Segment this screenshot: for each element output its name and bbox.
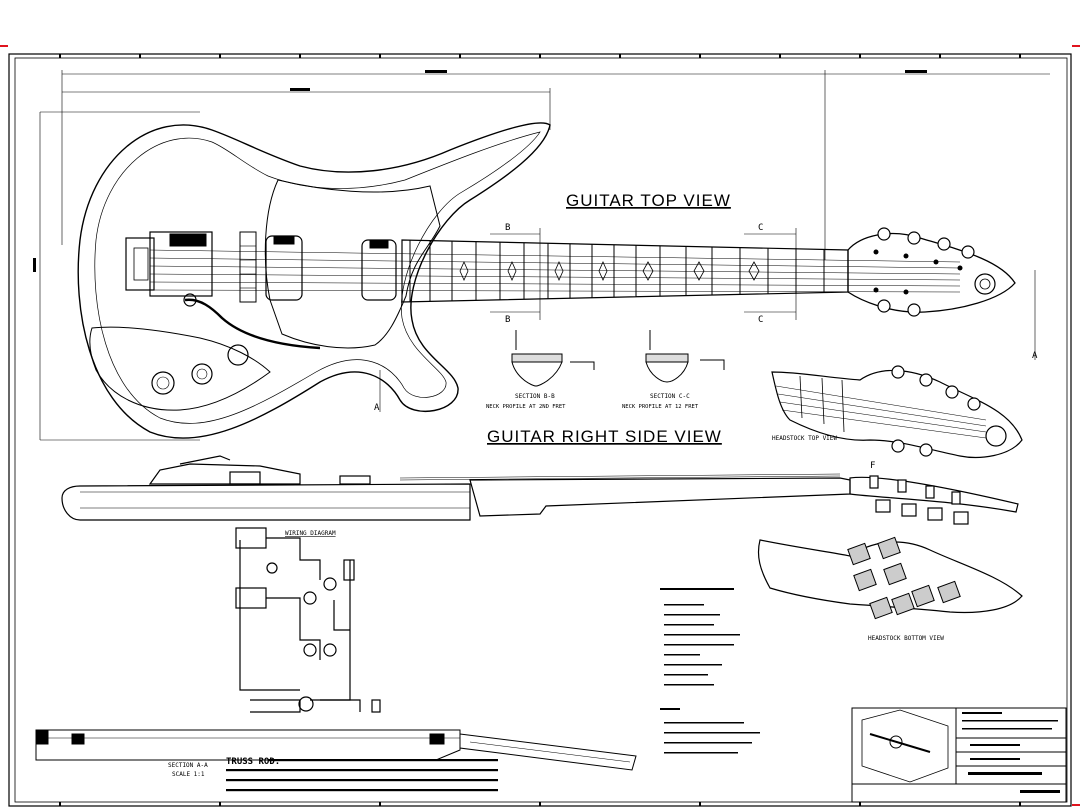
dimension-text-placeholders — [33, 70, 927, 272]
section-f-marker: F — [870, 461, 875, 471]
section-aa-title: SECTION A-A — [168, 762, 208, 769]
control-plate — [89, 326, 271, 411]
neck-outline — [401, 239, 849, 303]
side-view-tuners — [869, 475, 969, 525]
wiring-diagram-title: WIRING DIAGRAM — [285, 530, 336, 537]
tremolo-pivot — [183, 293, 197, 307]
volume-knob — [151, 371, 175, 395]
knob-center — [156, 376, 170, 390]
truss-rod-label: TRUSS ROD: — [226, 757, 280, 767]
section-a-marker-right: A — [1032, 351, 1038, 361]
bridge-saddle-block — [169, 233, 207, 247]
section-markers — [379, 228, 797, 412]
frets — [409, 240, 825, 302]
guitar-side-view — [61, 455, 1019, 521]
title-block-text — [962, 712, 1060, 793]
neck-pickup — [361, 239, 397, 301]
tremolo-arm — [184, 298, 321, 350]
headstock-logo — [974, 273, 996, 295]
section-c-marker-top: C — [758, 223, 763, 233]
tuning-pegs-top — [877, 227, 975, 317]
headstock-outline — [847, 232, 1016, 313]
section-bb-title: SECTION B-B — [515, 393, 555, 400]
section-b-marker-top: B — [505, 223, 510, 233]
guitar-body-inner-contour — [94, 131, 541, 424]
tuning-post-dots — [873, 249, 963, 295]
bridge-pickup-top — [273, 235, 295, 245]
tone-knob-2 — [227, 344, 249, 366]
knob-center-2 — [196, 368, 208, 380]
headstock-top-view-label: HEADSTOCK TOP VIEW — [772, 435, 837, 442]
section-cc-caption: NECK PROFILE AT 12 FRET — [622, 404, 699, 410]
section-a-marker: A — [374, 403, 380, 413]
fret-markers — [459, 261, 760, 281]
headstock-logo-inner — [979, 278, 991, 290]
section-bb-caption: NECK PROFILE AT 2ND FRET — [486, 404, 566, 410]
section-b-marker-bottom: B — [505, 315, 510, 325]
headstock-bottom-view-label: HEADSTOCK BOTTOM VIEW — [868, 635, 944, 642]
neck-pickup-top — [369, 239, 389, 249]
guitar-top-view — [77, 122, 1016, 439]
wiring-diagram — [235, 527, 381, 713]
tone-knob-1 — [191, 363, 213, 385]
red-guide-marks — [0, 45, 1080, 806]
guitar-top-view-title: GUITAR TOP VIEW — [566, 191, 731, 210]
section-c-marker-bottom: C — [758, 315, 763, 325]
headstock-top-view — [771, 365, 1023, 459]
section-cc-drawing — [645, 330, 725, 383]
tailpiece — [125, 237, 155, 291]
title-block — [851, 707, 1067, 803]
headstock-bottom-tuners — [847, 536, 961, 620]
section-bb-drawing — [511, 330, 595, 387]
bridge-base — [149, 231, 213, 297]
tailpiece-inner — [133, 247, 149, 281]
truss-rod-note-lines — [226, 759, 498, 792]
section-cc-title: SECTION C-C — [650, 393, 690, 400]
strings — [149, 249, 961, 293]
guitar-right-side-view-title: GUITAR RIGHT SIDE VIEW — [487, 427, 722, 446]
specification-notes — [660, 588, 760, 754]
pickguard — [264, 179, 441, 349]
section-aa-scale: SCALE 1:1 — [172, 771, 205, 778]
section-aa-drawing — [35, 729, 637, 771]
dimension-lines — [39, 70, 1050, 441]
guitar-body-outline — [77, 122, 551, 439]
border-ticks — [59, 54, 1021, 806]
